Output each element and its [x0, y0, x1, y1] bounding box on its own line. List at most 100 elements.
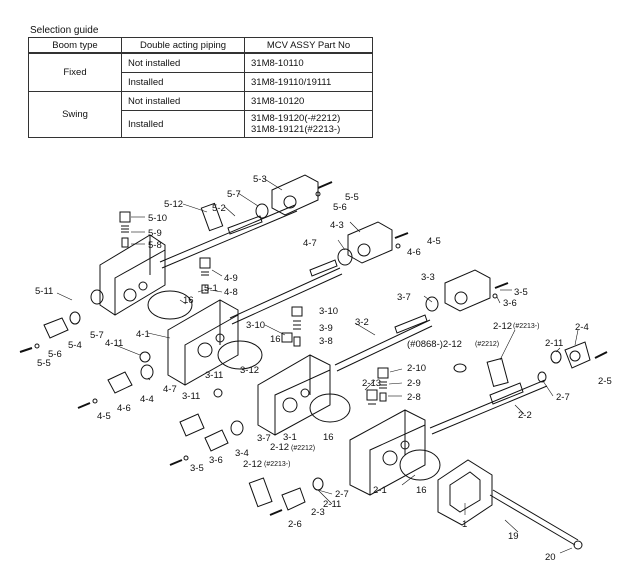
- label-5-8: 5-8: [148, 240, 162, 251]
- label-1: 1: [462, 519, 467, 530]
- part-5-12: [200, 202, 224, 232]
- label-2-7b: 2-7: [335, 489, 349, 500]
- label-0868-note: (#2212): [475, 341, 499, 348]
- header-mcv-part-no: MCV ASSY Part No: [244, 37, 373, 54]
- label-2-11: 2-11: [545, 338, 563, 349]
- label-4-11: 4-11: [105, 338, 123, 349]
- label-16b: 16: [270, 334, 281, 345]
- label-3-6: 3-6: [503, 298, 517, 309]
- oring-5-7: [255, 203, 269, 219]
- label-2-12-a-note: (#2212): [291, 445, 315, 452]
- label-4-9: 4-9: [224, 273, 238, 284]
- section-3-parts: [169, 269, 509, 466]
- part-no-cell: 31M8-19120(-#2212) 31M8-19121(#2213-): [244, 110, 373, 138]
- label-4-6: 4-6: [407, 247, 421, 258]
- label-2-2: 2-2: [518, 410, 532, 421]
- cap-2-4: [564, 341, 591, 369]
- nut-20: [573, 540, 583, 550]
- label-2-13: 2-13: [362, 378, 381, 389]
- label-4-3: 4-3: [330, 220, 344, 231]
- label-3-5b: 3-5: [190, 463, 204, 474]
- selection-guide-table: Boom type Double acting piping MCV ASSY …: [28, 37, 373, 138]
- table-header-row: Boom type Double acting piping MCV ASSY …: [28, 37, 373, 54]
- cap-4-3: [347, 221, 393, 264]
- label-5-7: 5-7: [227, 189, 241, 200]
- part-3-4: [204, 429, 229, 452]
- label-2-9: 2-9: [407, 378, 421, 389]
- oring-5-7b: [69, 311, 81, 325]
- label-16c: 16: [323, 432, 334, 443]
- piping-cell: Installed: [121, 110, 245, 138]
- label-3-6b: 3-6: [209, 455, 223, 466]
- cap-3-3: [444, 269, 491, 312]
- label-5-1: 5-1: [204, 283, 218, 294]
- label-3-11: 3-11: [205, 370, 223, 381]
- label-3-3: 3-3: [421, 272, 435, 283]
- label-4-6b: 4-6: [117, 403, 131, 414]
- part-4-4: [107, 371, 133, 394]
- label-2-10: 2-10: [407, 363, 426, 374]
- label-5-7b: 5-7: [90, 330, 104, 341]
- seal-16c: [309, 393, 351, 423]
- label-3-4: 3-4: [235, 448, 249, 459]
- label-5-12: 5-12: [164, 199, 183, 210]
- label-5-9: 5-9: [148, 228, 162, 239]
- label-3-10b: 3-10: [246, 320, 265, 331]
- cap-5-3: [271, 174, 319, 216]
- leader-lines: [56, 177, 579, 554]
- label-3-10: 3-10: [319, 306, 338, 317]
- cover-1: [437, 459, 493, 526]
- label-3-8: 3-8: [319, 336, 333, 347]
- label-2-5: 2-5: [598, 376, 612, 387]
- label-19: 19: [508, 531, 519, 542]
- plug-5-10: [119, 211, 131, 223]
- seal-16b: [217, 340, 263, 370]
- valve-body-2: [349, 409, 426, 496]
- label-3-7b: 3-7: [257, 433, 271, 444]
- label-2-6: 2-6: [288, 519, 302, 530]
- label-16a: 16: [183, 295, 194, 306]
- seal-16d: [399, 449, 441, 481]
- section-4-parts: [77, 221, 409, 409]
- part-labels: 5-3 5-5 5-6 5-7 5-2 5-12 5-10 5-9 5-8 4-…: [35, 174, 612, 563]
- valve-body-4: [167, 299, 239, 386]
- section-2-parts: [248, 341, 608, 550]
- label-5-10: 5-10: [148, 213, 167, 224]
- part-no-line-2: 31M8-19121(#2213-): [251, 124, 341, 135]
- oring-4-7: [337, 248, 353, 266]
- label-5-5: 5-5: [345, 192, 359, 203]
- label-4-7: 4-7: [303, 238, 317, 249]
- seal-16a: [147, 290, 193, 320]
- label-4-1: 4-1: [136, 329, 150, 340]
- bolt-5-5: [317, 181, 333, 189]
- label-16d: 16: [416, 485, 427, 496]
- spring-5-9: [121, 225, 129, 233]
- label-2-12-b-note: (#2213-): [264, 461, 290, 468]
- label-5-4: 5-4: [68, 340, 82, 351]
- label-5-6b: 5-6: [48, 349, 62, 360]
- label-5-3: 5-3: [253, 174, 267, 185]
- part-2-3: [281, 487, 306, 511]
- label-3-12: 3-12: [240, 365, 259, 376]
- label-5-5b: 5-5: [37, 358, 51, 369]
- table-row: Installed 31M8-19120(-#2212) 31M8-19121(…: [29, 110, 373, 138]
- label-2-1: 2-1: [373, 485, 387, 496]
- valve-body-3: [257, 354, 331, 436]
- label-4-5: 4-5: [427, 236, 441, 247]
- label-4-8: 4-8: [224, 287, 238, 298]
- label-5-11: 5-11: [35, 286, 53, 297]
- label-3-11b: 3-11: [182, 391, 200, 402]
- section-5-parts: [19, 174, 353, 353]
- poppet-5-8: [121, 237, 129, 248]
- label-2-3: 2-3: [311, 507, 325, 518]
- label-3-9: 3-9: [319, 323, 333, 334]
- selection-guide-title: Selection guide: [30, 25, 99, 36]
- label-3-7: 3-7: [397, 292, 411, 303]
- label-4-5b: 4-5: [97, 411, 111, 422]
- label-2-4: 2-4: [575, 322, 589, 333]
- spool-5-2: [159, 204, 298, 269]
- label-0868-2-12: (#0868-)2-12: [407, 339, 462, 350]
- table-row: Swing Not installed 31M8-10120: [28, 91, 373, 138]
- label-2-12-a: 2-12: [270, 442, 289, 453]
